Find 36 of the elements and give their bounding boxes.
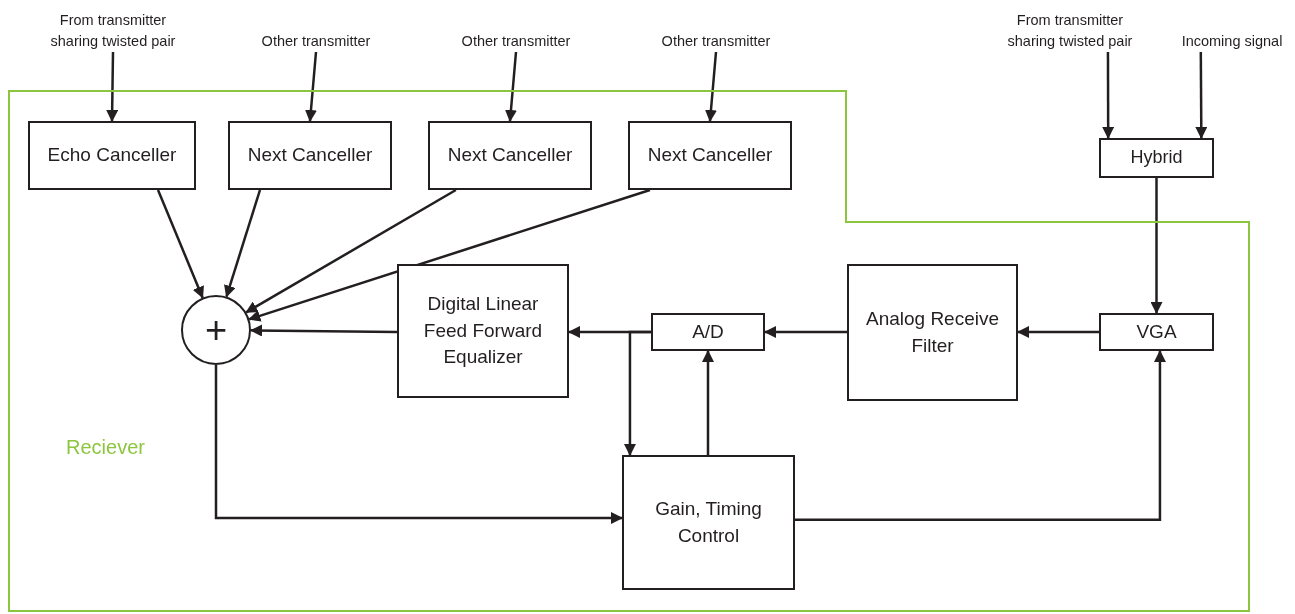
signal-source-text: Other transmitter xyxy=(236,4,396,52)
process-box: A/D xyxy=(651,313,765,351)
arrow xyxy=(245,188,457,314)
arrow xyxy=(1150,178,1163,314)
process-box: Gain, Timing Control xyxy=(622,455,795,590)
arrow xyxy=(156,189,204,299)
arrow xyxy=(106,52,119,122)
arrow xyxy=(623,330,651,456)
summing-junction: + xyxy=(181,295,251,365)
signal-source-text: Incoming signal xyxy=(1172,4,1292,52)
process-box: Analog Receive Filter xyxy=(847,264,1018,401)
process-box: Next Canceller xyxy=(628,121,792,190)
signal-source-text: From transmitter sharing twisted pair xyxy=(995,4,1145,52)
arrow xyxy=(1102,52,1115,139)
process-box: Echo Canceller xyxy=(28,121,196,190)
arrow xyxy=(250,324,397,337)
process-box: VGA xyxy=(1099,313,1214,351)
arrow xyxy=(702,350,714,455)
process-box: Hybrid xyxy=(1099,138,1214,178)
arrow xyxy=(795,350,1166,522)
arrow xyxy=(224,189,262,298)
process-box: Next Canceller xyxy=(428,121,592,190)
arrow xyxy=(1195,52,1208,139)
arrow xyxy=(1017,325,1099,338)
region-label: Reciever xyxy=(66,436,145,459)
arrow xyxy=(305,51,318,122)
arrow xyxy=(248,188,651,322)
arrow xyxy=(214,365,623,525)
signal-source-text: Other transmitter xyxy=(636,4,796,52)
arrow xyxy=(705,51,718,122)
signal-source-text: From transmitter sharing twisted pair xyxy=(38,4,188,52)
arrow xyxy=(764,326,847,338)
process-box: Digital Linear Feed Forward Equalizer xyxy=(397,264,569,398)
process-box: Next Canceller xyxy=(228,121,392,190)
arrow xyxy=(505,51,518,122)
signal-source-text: Other transmitter xyxy=(436,4,596,52)
